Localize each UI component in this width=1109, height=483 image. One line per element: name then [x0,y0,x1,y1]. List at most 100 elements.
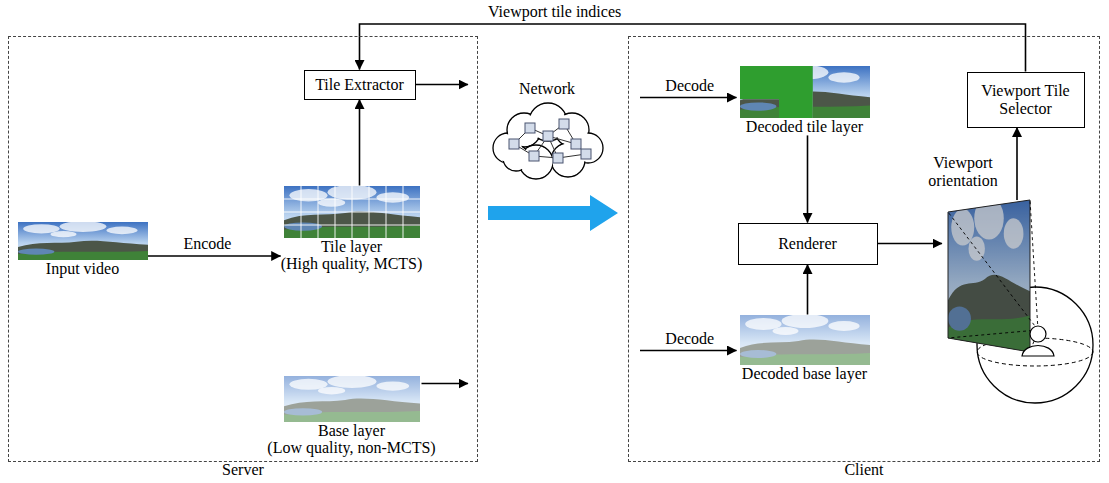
illustration-part [106,226,137,234]
illustration-part [740,66,870,118]
decode-arrow [640,97,737,99]
flow-arrow [807,265,809,315]
video-thumbnail [740,315,870,365]
video-frame: Input video [18,222,148,278]
video-thumbnail [284,186,420,238]
output-arrow [416,84,469,86]
illustration-part [948,200,1030,352]
illustration-part [559,119,569,129]
flow-arrow [807,135,809,222]
illustration-part [284,186,420,238]
illustration-part [948,200,1030,352]
illustration-part [284,376,420,422]
video-frame: Decoded tile layer [740,66,870,136]
node-text: Renderer [778,235,837,253]
process-box: Renderer [738,223,878,265]
video-thumbnail [740,66,870,118]
node-text: Network [519,80,575,98]
node-text: (High quality, MCTS) [281,255,423,273]
illustration-part [284,224,420,225]
flow-arrow [359,100,361,186]
cloud-figure [486,98,608,182]
node-text: Server [9,461,477,479]
illustration-part [18,222,148,260]
illustration-part [509,139,519,149]
flow-arrow [148,255,281,257]
label-holder: Encode [181,235,233,253]
illustration-part [543,131,553,141]
output-arrow [422,383,469,385]
illustration-part [745,69,781,81]
illustration-part [318,198,345,206]
illustration-part [18,222,148,260]
illustration-part [948,197,1030,352]
edge-label: Viewport tile indices [486,3,623,21]
illustration-part [23,224,59,233]
node-text: Decoded tile layer [746,118,863,136]
label-holder: Decode [665,77,714,95]
annotation-label: Viewport orientation [916,154,1010,190]
flow-arrow [360,24,1026,72]
illustration-part [525,123,535,133]
illustration-part [284,186,420,238]
illustration-part [18,240,148,259]
illustration-part [781,66,828,80]
illustration-part [553,153,563,163]
edge-label: Encode [181,235,233,253]
illustration-part [1022,346,1054,357]
illustration-part [948,212,1038,330]
render-arrow [878,243,943,245]
decode-arrow [640,350,737,352]
illustration-part [284,376,420,422]
illustration-part [740,91,870,117]
illustration-part [284,376,420,422]
label-holder: Decode [665,330,714,348]
illustration-part [284,186,420,238]
node-text: Tile layer [321,238,382,256]
node-text: (Low quality, non-MCTS) [267,439,435,457]
illustration-part [376,192,409,202]
illustration-part [284,222,322,230]
illustration-part [740,315,870,365]
video-frame: Decoded base layer [740,315,870,383]
node-text: Base layer [318,422,385,440]
node-text: Input video [46,260,119,278]
annotation-label: Decode [665,330,714,348]
illustration-part [740,315,870,365]
illustration-part [18,222,148,260]
label-holder: Viewport orientation [916,154,1010,190]
server-region: Tile ExtractorInput video Tile layer(High… [8,36,478,462]
node-text: Decoded base layer [742,365,867,383]
video-frame: Base layer(Low quality, non-MCTS) [267,376,435,458]
node-text: Tile Extractor [315,76,404,94]
process-box: Tile Extractor [304,70,416,100]
viewer-sphere [948,197,1093,403]
illustration-part [571,139,581,149]
illustration-part [1030,200,1038,330]
illustration-part [740,66,870,118]
illustration-part [948,200,1030,352]
illustration-part [772,78,798,86]
annotation-label: Decode [665,77,714,95]
illustration-part [1030,326,1046,342]
illustration-part [740,66,870,118]
illustration-part [529,151,539,161]
illustration-part [948,330,1038,338]
illustration-part [740,102,776,110]
network-cloud: Network [486,80,608,182]
video-thumbnail [18,222,148,260]
illustration-part [284,198,420,199]
video-thumbnail [284,376,420,422]
illustration-part [948,197,1030,352]
illustration-part [828,72,859,82]
illustration-part [740,66,870,118]
illustration-part [18,248,54,254]
video-frame: Tile layer(High quality, MCTS) [281,186,423,274]
illustration-part [289,189,327,201]
illustration-part [284,186,420,238]
illustration-part [284,211,420,212]
client-region: Decoded tile layerViewport Tile Selector… [628,36,1100,462]
